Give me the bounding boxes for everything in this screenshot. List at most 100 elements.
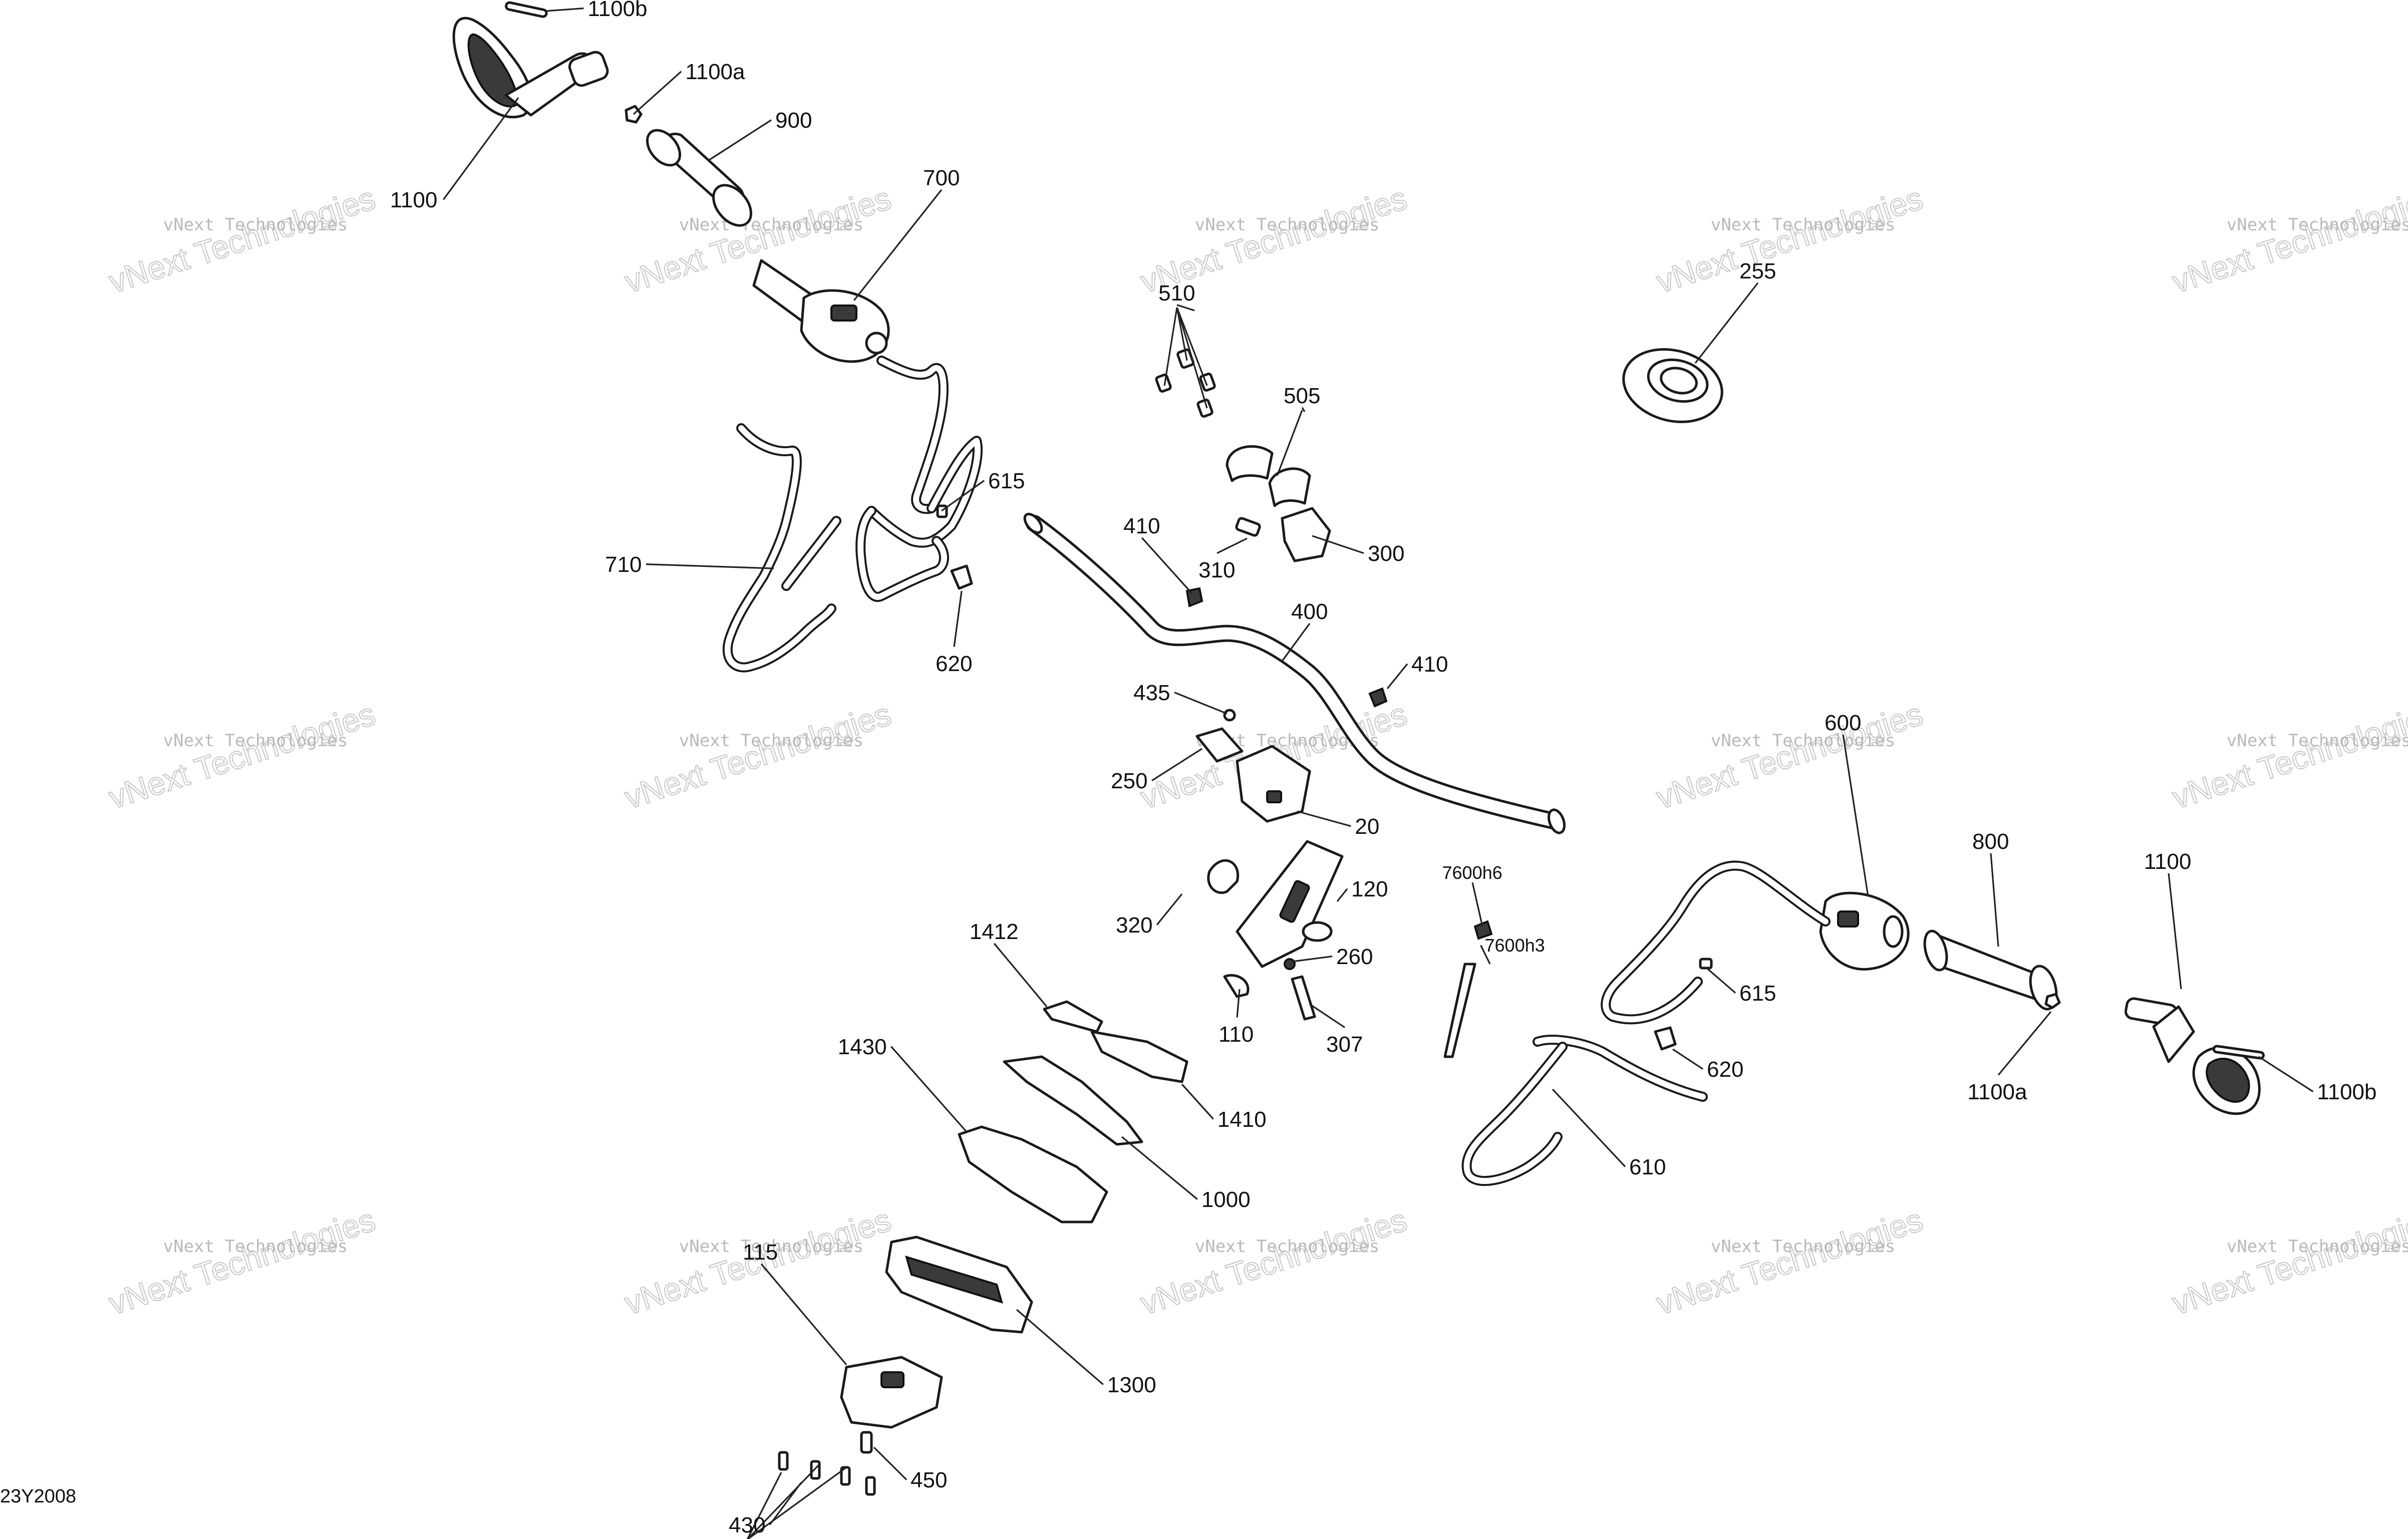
leader-7600h6 (1471, 882, 1483, 927)
leader-510-extra (1176, 307, 1208, 386)
callout-320: 320 (1116, 913, 1152, 938)
handlebar-400 (1023, 512, 1566, 834)
leader-110 (1236, 989, 1241, 1018)
bracket-20 (1236, 745, 1311, 823)
leader-400 (1281, 623, 1311, 662)
callout-307: 307 (1326, 1032, 1363, 1057)
leader-510-extra (1163, 307, 1178, 386)
clip-110 (1223, 974, 1250, 998)
diagram-code: 23Y2008 (0, 1486, 76, 1507)
svg-text:vNext Technologies: vNext Technologies (1652, 1201, 1927, 1322)
svg-text:vNext Technologies: vNext Technologies (2227, 1237, 2408, 1257)
callout-410_a: 410 (1123, 514, 1160, 538)
bolt-307 (1291, 975, 1316, 1021)
svg-text:vNext Technologies: vNext Technologies (163, 215, 348, 235)
leader-250 (1151, 748, 1202, 781)
callout-620_r: 620 (1707, 1057, 1743, 1082)
callout-1412: 1412 (970, 919, 1019, 944)
svg-text:vNext Technologies: vNext Technologies (1711, 731, 1895, 751)
svg-text:vNext Technologies: vNext Technologies (2168, 1201, 2408, 1322)
cover-1430 (958, 1125, 1108, 1223)
riser-300 (1235, 507, 1331, 562)
callout-120: 120 (1351, 877, 1388, 901)
leader-450 (873, 1446, 908, 1480)
bracket-320 (1207, 859, 1239, 894)
callout-430: 430 (729, 1513, 765, 1537)
svg-text:vNext Technologies: vNext Technologies (105, 180, 380, 300)
svg-text:vNext Technologies: vNext Technologies (1195, 1237, 1379, 1257)
housing-115 (840, 1356, 943, 1429)
leader-1300 (1016, 1309, 1104, 1385)
callout-1100b_r: 1100b (2317, 1080, 2376, 1104)
svg-text:vNext Technologies: vNext Technologies (105, 1201, 380, 1322)
callout-615_l: 615 (988, 469, 1025, 493)
module-120 (1236, 840, 1344, 968)
leader-20 (1297, 810, 1351, 827)
svg-text:vNext Technologies: vNext Technologies (1711, 215, 1895, 235)
clip-7600h6 (1473, 920, 1493, 940)
nut-1100a-right (2044, 993, 2061, 1009)
callout-900: 900 (775, 108, 812, 133)
mirror-right (2125, 997, 2265, 1115)
leader-1430 (890, 1046, 968, 1133)
callout-435: 435 (1133, 681, 1170, 705)
mirror-left (452, 1, 609, 119)
svg-text:vNext Technologies: vNext Technologies (2227, 731, 2408, 751)
grip-800 (1923, 930, 2058, 1011)
callout-700: 700 (923, 166, 960, 190)
leader-255 (1694, 282, 1759, 364)
leader-1100b_r (2258, 1056, 2314, 1092)
leader-505-extra (1276, 410, 1303, 476)
callout-450: 450 (911, 1468, 947, 1492)
callout-800: 800 (1972, 829, 2009, 854)
callout-255: 255 (1739, 259, 1776, 283)
callout-1100b_l: 1100b (587, 0, 647, 21)
callout-610: 610 (1629, 1155, 1666, 1179)
clamps-505 (1226, 445, 1311, 507)
callout-505: 505 (1284, 384, 1320, 408)
leader-307 (1309, 1003, 1345, 1028)
callout-300: 300 (1368, 541, 1404, 566)
callout-400: 400 (1291, 599, 1328, 624)
harness-610 (1461, 860, 1831, 1186)
leader-620_r (1672, 1048, 1703, 1070)
bolts-510 (1155, 348, 1216, 418)
leader-7600h3 (1480, 945, 1491, 965)
ring-255 (1622, 348, 1723, 423)
leader-430-extra (747, 1466, 847, 1539)
leader-510-extra (1176, 307, 1188, 361)
leader-700 (853, 189, 943, 301)
trim-1410 (1090, 1030, 1188, 1083)
leader-410_a (1141, 537, 1193, 594)
callout-615_r: 615 (1739, 981, 1776, 1006)
callout-620_l: 620 (936, 652, 972, 676)
svg-text:vNext Technologies: vNext Technologies (1652, 696, 1927, 816)
leader-1100a_l (633, 71, 682, 115)
callout-1410: 1410 (1218, 1107, 1267, 1132)
leader-115 (760, 1263, 847, 1366)
callout-110: 110 (1219, 1022, 1254, 1047)
leader-430-extra (746, 1472, 782, 1539)
svg-text:vNext Technologies: vNext Technologies (1652, 180, 1927, 300)
leader-620_l (953, 590, 963, 647)
svg-text:vNext Technologies: vNext Technologies (679, 1237, 863, 1257)
clip-615-right (1699, 958, 1713, 970)
leader-710 (646, 563, 774, 569)
leader-300 (1312, 535, 1364, 554)
leader-430-extra (746, 1464, 820, 1539)
callout-260: 260 (1336, 945, 1373, 969)
svg-text:vNext Technologies: vNext Technologies (105, 696, 380, 816)
callout-1100a_l: 1100a (685, 60, 745, 84)
grip-900 (646, 129, 752, 227)
